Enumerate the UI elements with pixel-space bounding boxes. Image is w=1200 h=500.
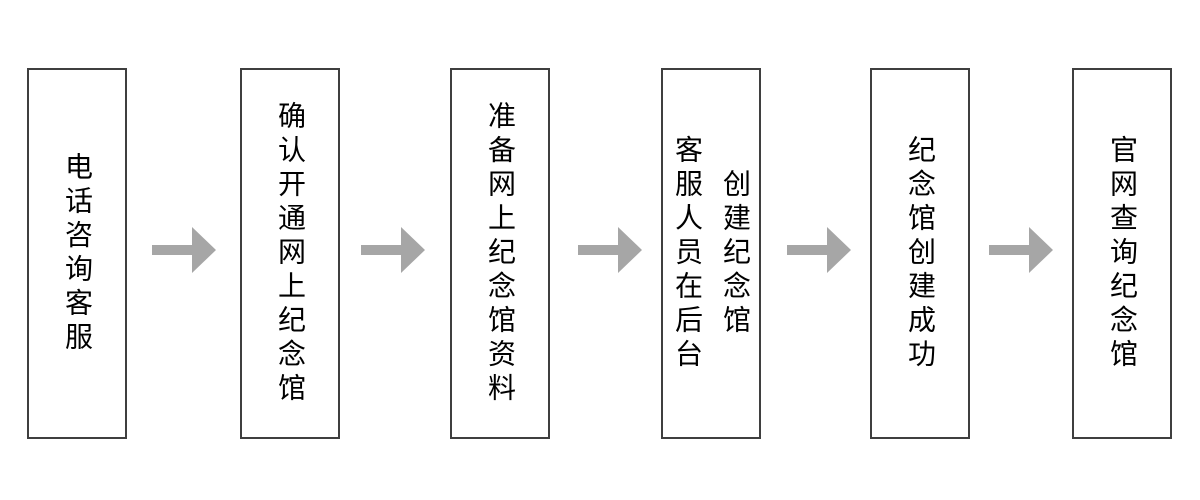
right-arrow-icon: [361, 227, 425, 273]
right-arrow-icon: [152, 227, 216, 273]
flow-step-2-label: 确认开通网上纪念馆: [275, 100, 306, 407]
flow-step-4-label: 客服人员在后台 创建纪念馆: [672, 134, 751, 373]
flow-step-1: 电话咨询客服: [27, 68, 127, 439]
right-arrow-icon: [578, 227, 642, 273]
flow-step-5-label: 纪念馆创建成功: [905, 134, 936, 373]
flow-step-4: 客服人员在后台 创建纪念馆: [661, 68, 761, 439]
right-arrow-icon: [989, 227, 1053, 273]
flow-step-1-label: 电话咨询客服: [62, 151, 93, 356]
right-arrow-icon: [787, 227, 851, 273]
flow-step-6: 官网查询纪念馆: [1072, 68, 1172, 439]
flow-step-6-label: 官网查询纪念馆: [1107, 134, 1138, 373]
flow-step-2: 确认开通网上纪念馆: [240, 68, 340, 439]
flow-step-3-label: 准备网上纪念馆资料: [485, 100, 516, 407]
flow-step-5: 纪念馆创建成功: [870, 68, 970, 439]
flow-step-3: 准备网上纪念馆资料: [450, 68, 550, 439]
